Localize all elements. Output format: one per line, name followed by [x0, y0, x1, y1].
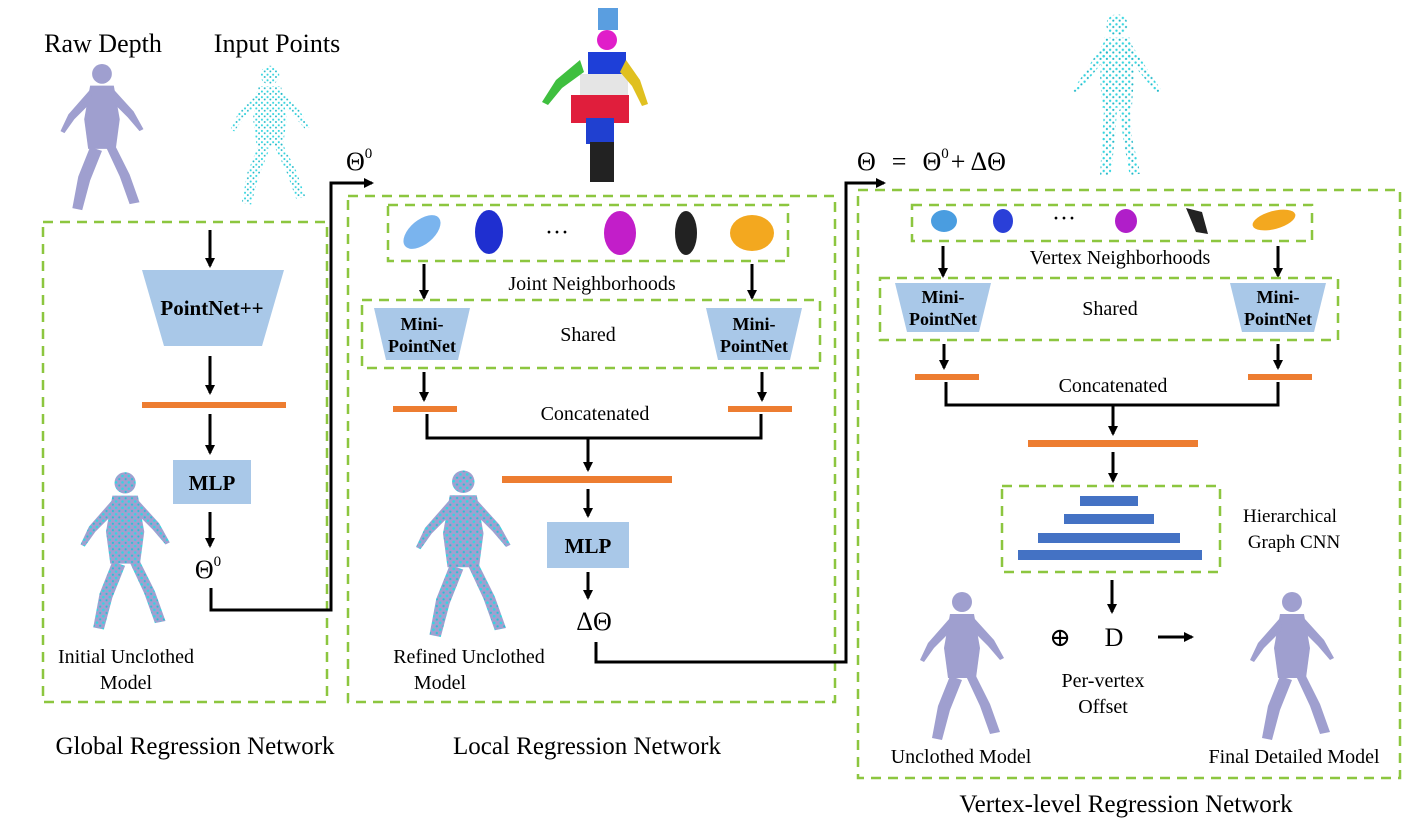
vertex-mini-left-l1: Mini- [922, 287, 965, 307]
vertex-mini-left-l2: PointNet [909, 309, 977, 329]
refined-model-label-2: Model [414, 672, 467, 694]
vertex-neighborhood-patches [931, 208, 1296, 234]
refined-unclothed-figure [416, 470, 511, 637]
global-theta0: Θ0 [195, 554, 221, 584]
final-detailed-model-figure [1250, 592, 1334, 740]
graph-cnn-label-2: Graph CNN [1248, 532, 1341, 553]
local-concat-bar [502, 476, 672, 483]
vertex-mini-pointnet-right [1230, 283, 1326, 332]
local-mini-pointnet-left [374, 308, 470, 360]
joint-neighborhood-patches [403, 210, 774, 255]
vertex-ellipsis: ··· [1052, 206, 1076, 232]
delta-theta: ΔΘ [576, 607, 612, 636]
offset-d: D [1105, 623, 1124, 652]
vertex-neighborhoods-label: Vertex Neighborhoods [1030, 247, 1211, 269]
raw-depth-label: Raw Depth [44, 29, 162, 58]
final-detailed-model-label: Final Detailed Model [1208, 746, 1380, 768]
joint-neighborhoods-label: Joint Neighborhoods [508, 273, 675, 295]
vertex-shared-label: Shared [1082, 298, 1138, 320]
joint-ellipsis: ··· [545, 220, 569, 246]
raw-depth-figure [60, 63, 144, 211]
local-network-box [346, 194, 837, 704]
per-vertex-offset-label-1: Per-vertex [1062, 670, 1145, 692]
joint-neighborhoods-box [386, 203, 790, 263]
initial-unclothed-figure [80, 472, 170, 630]
vertex-target-figure [1072, 14, 1162, 176]
vertex-feature-bar-left [915, 374, 979, 380]
per-vertex-offset-label-2: Offset [1078, 696, 1128, 718]
local-mini-left-l1: Mini- [401, 314, 444, 334]
pointnet-plus-label: PointNet++ [160, 296, 263, 320]
local-mini-left-l2: PointNet [388, 336, 456, 356]
initial-model-label-1: Initial Unclothed [58, 646, 194, 668]
local-shared-label: Shared [560, 324, 616, 346]
pointnet-plus-block [142, 270, 284, 346]
unclothed-model-figure [920, 592, 1004, 740]
vertex-feature-bar-right [1248, 374, 1312, 380]
initial-model-label-2: Model [100, 672, 153, 694]
vertex-concat-bar [1028, 440, 1198, 447]
local-mini-right-l2: PointNet [720, 336, 788, 356]
global-network-title: Global Regression Network [55, 733, 335, 760]
local-network-title: Local Regression Network [453, 733, 721, 760]
vertex-network-box [856, 188, 1402, 780]
local-mlp-block [547, 522, 629, 568]
theta0-connector [209, 178, 374, 612]
vertex-concatenated-label: Concatenated [1059, 375, 1168, 397]
global-mlp-label: MLP [189, 471, 236, 495]
input-points-label: Input Points [214, 29, 340, 58]
update-equation: Θ=Θ0+ ΔΘ [857, 146, 1006, 176]
global-network-box [41, 220, 329, 704]
local-feature-bar-right [728, 406, 792, 412]
local-mini-pointnet-right [706, 308, 802, 360]
vertex-shared-box [878, 276, 1340, 342]
global-mlp-block [173, 460, 251, 504]
vertex-neighborhoods-box [910, 203, 1314, 243]
refined-model-label-1: Refined Unclothed [393, 646, 545, 668]
segmented-body-figure [542, 8, 648, 182]
vertex-mini-right-l2: PointNet [1244, 309, 1312, 329]
local-concatenated-label: Concatenated [541, 403, 650, 425]
local-shared-box [360, 298, 822, 370]
local-theta0-input: Θ0 [346, 146, 372, 176]
input-points-figure [230, 65, 310, 205]
global-feature-bar [142, 402, 286, 408]
vertex-network-title: Vertex-level Regression Network [959, 791, 1293, 818]
graph-cnn-box [1000, 484, 1222, 574]
vertex-mini-pointnet-left [895, 283, 991, 332]
vertex-mini-right-l1: Mini- [1257, 287, 1300, 307]
unclothed-model-label: Unclothed Model [891, 746, 1032, 768]
delta-theta-connector [594, 178, 886, 664]
local-mlp-label: MLP [565, 534, 612, 558]
oplus-symbol: ⊕ [1049, 623, 1071, 652]
graph-cnn-label-1: Hierarchical [1243, 506, 1337, 527]
local-feature-bar-left [393, 406, 457, 412]
graph-cnn-layers [1018, 496, 1202, 560]
local-mini-right-l1: Mini- [733, 314, 776, 334]
